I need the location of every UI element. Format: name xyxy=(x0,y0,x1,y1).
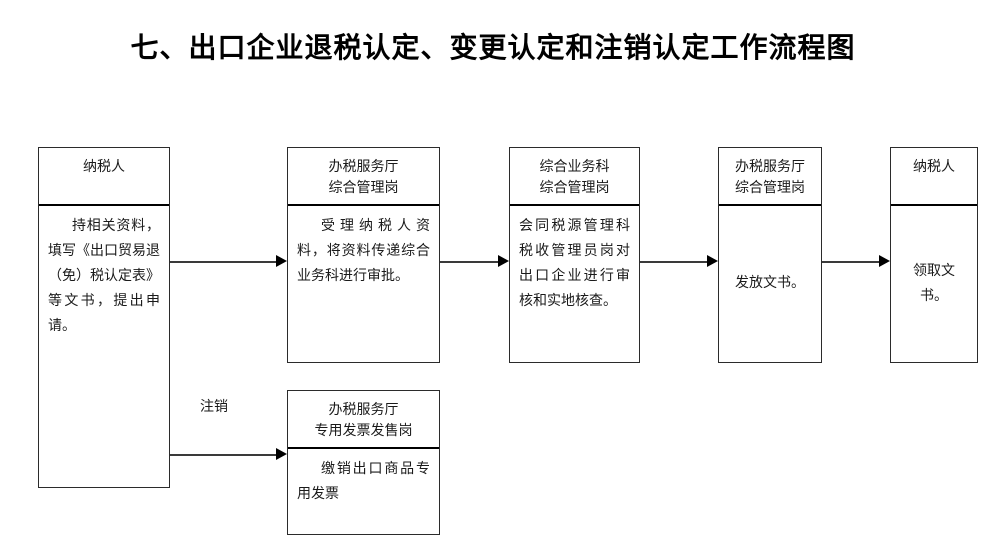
arrowhead-cancel-branch xyxy=(276,448,287,460)
arrowhead-section-to-issue xyxy=(707,255,718,267)
flow-node-body: 发放文书。 xyxy=(735,275,805,291)
arrowhead-hall-to-section xyxy=(498,255,509,267)
flow-node-body: 缴销出口商品专用发票 xyxy=(297,461,430,502)
flow-node-comprehensive-business-section[interactable]: 综合业务科 综合管理岗 会同税源管理科税收管理员岗对出口企业进行审核和实地核查。 xyxy=(509,147,640,363)
flow-node-header: 办税服务厅 综合管理岗 xyxy=(719,148,821,206)
flow-node-tax-service-hall-issue[interactable]: 办税服务厅 综合管理岗 发放文书。 xyxy=(718,147,822,363)
flow-node-tax-service-hall-accept[interactable]: 办税服务厅 综合管理岗 受理纳税人资料，将资料传递综合业务科进行审批。 xyxy=(287,147,440,363)
flow-node-header: 办税服务厅 综合管理岗 xyxy=(288,148,439,206)
arrowhead-apply-to-hall xyxy=(276,255,287,267)
connector-issue-to-receive xyxy=(822,261,879,263)
flow-node-body: 受理纳税人资料，将资料传递综合业务科进行审批。 xyxy=(297,218,430,284)
flow-node-header: 纳税人 xyxy=(891,148,977,206)
edge-label-cancel: 注销 xyxy=(200,399,228,415)
flow-node-taxpayer-apply[interactable]: 纳税人 持相关资料，填写《出口贸易退（免）税认定表》等文书，提出申请。 xyxy=(38,147,170,488)
flow-node-body: 持相关资料，填写《出口贸易退（免）税认定表》等文书，提出申请。 xyxy=(48,218,160,334)
connector-section-to-issue xyxy=(640,261,707,263)
arrowhead-issue-to-receive xyxy=(879,255,890,267)
flow-node-taxpayer-receive[interactable]: 纳税人 领取文书。 xyxy=(890,147,978,363)
flow-node-body: 领取文书。 xyxy=(913,262,955,304)
flow-node-body: 会同税源管理科税收管理员岗对出口企业进行审核和实地核查。 xyxy=(519,218,630,309)
flow-node-header: 纳税人 xyxy=(39,148,169,206)
connector-apply-to-hall xyxy=(170,261,276,263)
flow-node-header: 综合业务科 综合管理岗 xyxy=(510,148,639,206)
connector-cancel-branch xyxy=(170,454,276,456)
connector-hall-to-section xyxy=(440,261,498,263)
flow-node-invoice-sales-post[interactable]: 办税服务厅 专用发票发售岗 缴销出口商品专用发票 xyxy=(287,390,440,535)
page-title: 七、出口企业退税认定、变更认定和注销认定工作流程图 xyxy=(130,31,856,64)
flow-node-header: 办税服务厅 专用发票发售岗 xyxy=(288,391,439,449)
